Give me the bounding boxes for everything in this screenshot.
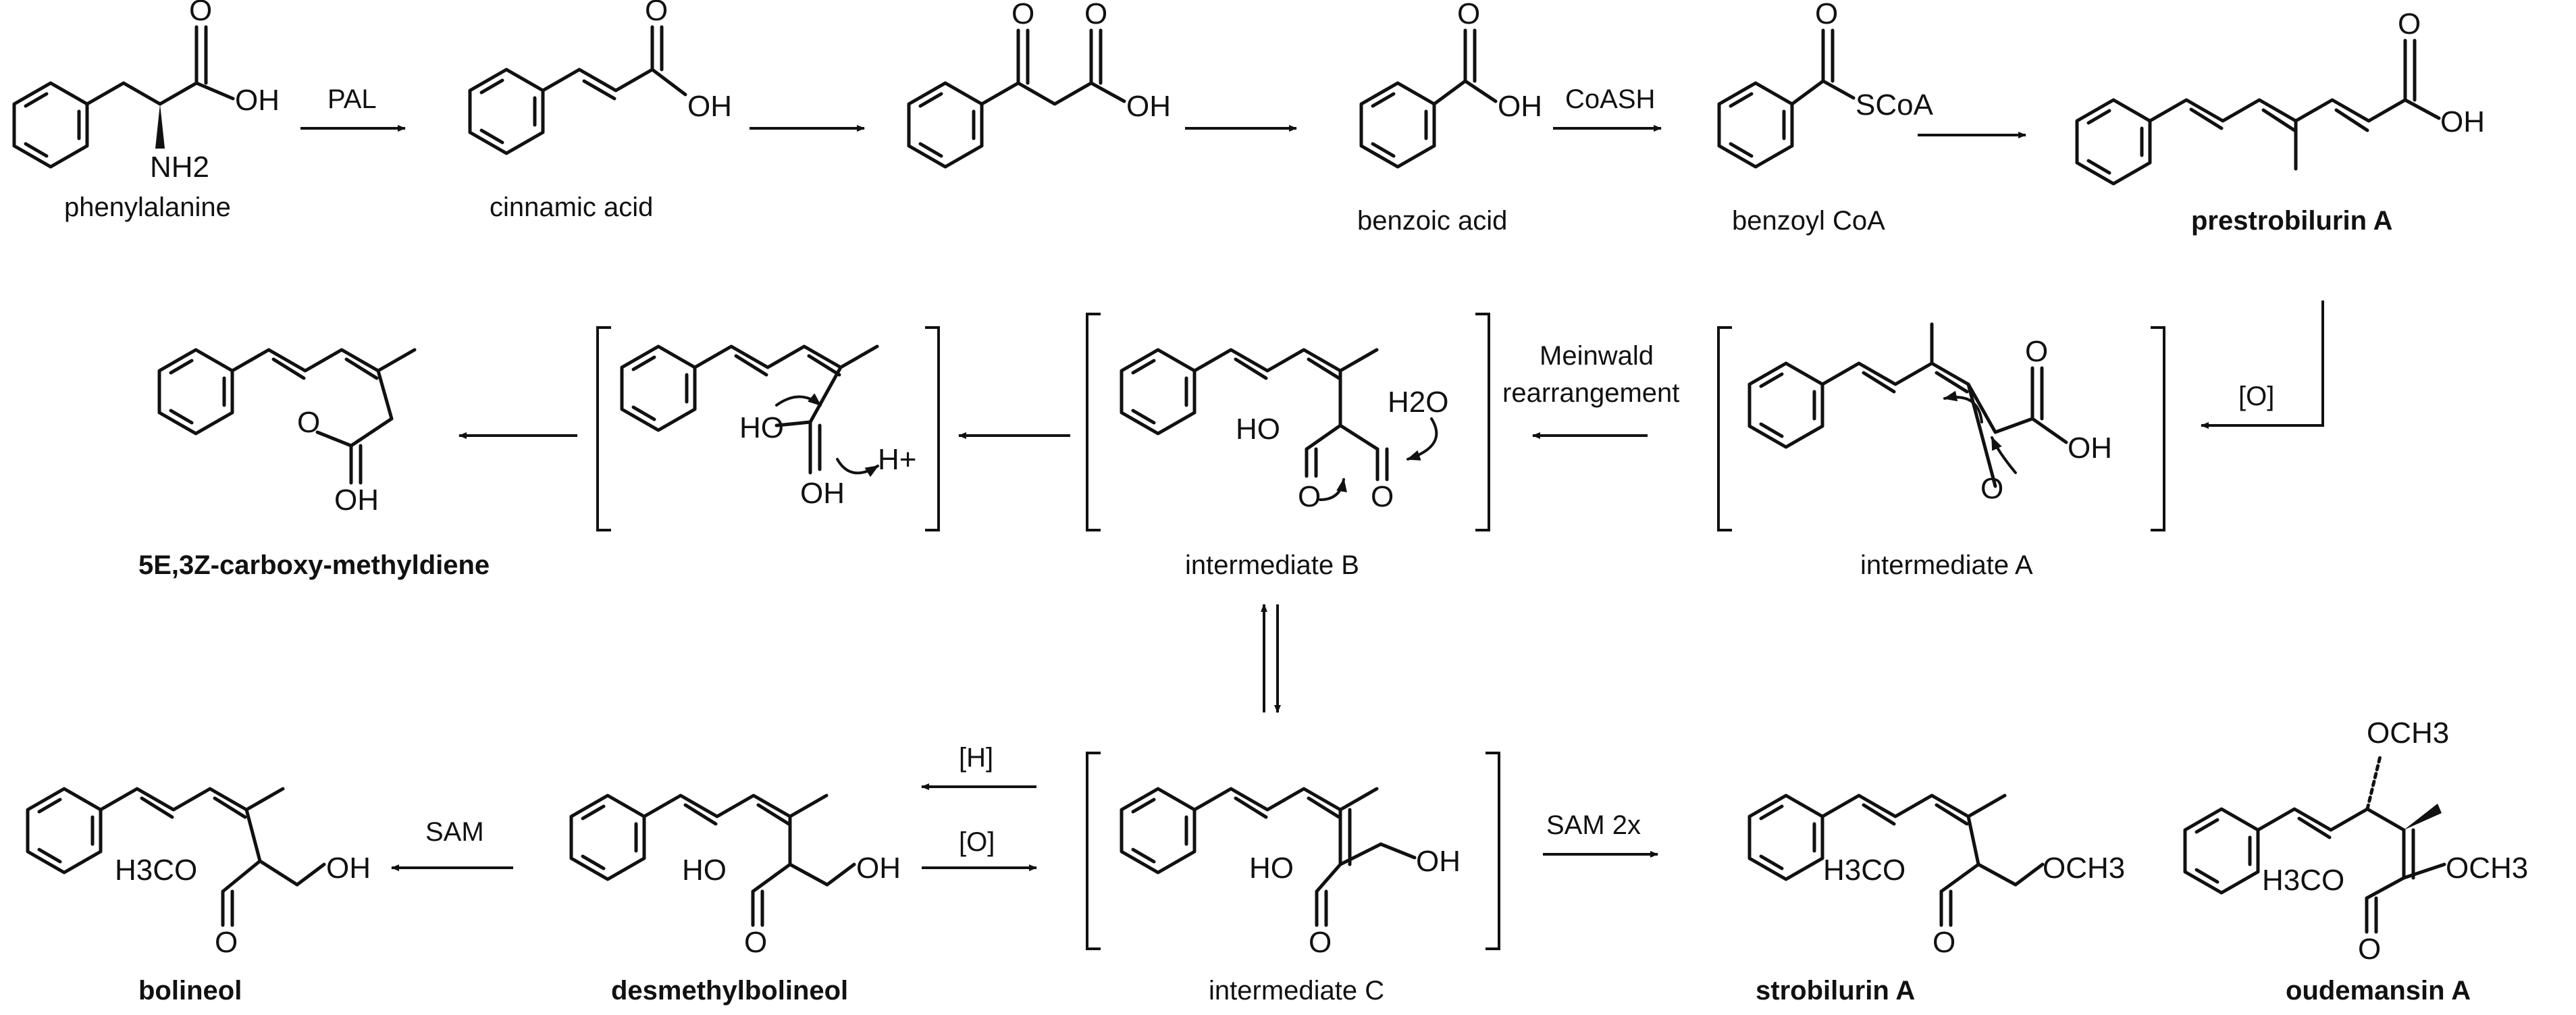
structure-intermediate-b: HO O O H2O: [1122, 348, 1448, 513]
bracket-left: [1086, 313, 1101, 531]
structure-intermediate-c: HO O OH: [1122, 787, 1461, 959]
structure-intermediate-a: O O OH: [1750, 322, 2112, 505]
label-phenylalanine: phenylalanine: [64, 192, 231, 222]
label-bolineol: bolineol: [138, 976, 242, 1006]
label-desmethylbolineol: desmethylbolineol: [611, 976, 848, 1006]
atom-label: H3CO: [115, 854, 197, 887]
label-carboxy-methyldiene: 5E,3Z-carboxy-methyldiene: [138, 550, 490, 580]
atom-label: H+: [878, 443, 916, 476]
label-intermediate-a: intermediate A: [1860, 550, 2033, 580]
label-oudemansin-a: oudemansin A: [2286, 976, 2471, 1006]
atom-label: O: [189, 0, 212, 27]
label-intermediate-b: intermediate B: [1185, 550, 1359, 580]
atom-label: OCH3: [2367, 717, 2449, 750]
condition-reduction: [H]: [959, 743, 993, 773]
atom-label: O: [2025, 335, 2048, 368]
atom-label: HO: [1236, 413, 1280, 446]
atom-label: H2O: [1388, 386, 1448, 419]
condition-pal: PAL: [327, 84, 377, 114]
atom-label: H3CO: [1823, 854, 1905, 887]
bracket-left: [1086, 752, 1101, 950]
label-intermediate-c: intermediate C: [1209, 976, 1384, 1006]
atom-label: O: [1298, 480, 1321, 513]
structure-desmethylbolineol: HO O OH: [571, 793, 901, 959]
structure-prestrobilurin-a: O OH: [2077, 7, 2485, 184]
atom-label: O: [1815, 0, 1838, 30]
label-prestrobilurin-a: prestrobilurin A: [2191, 206, 2393, 236]
condition-sam-2x: SAM 2x: [1546, 810, 1641, 840]
atom-label: OH: [334, 484, 379, 517]
label-strobilurin-a: strobilurin A: [1756, 976, 1915, 1006]
structure-benzoylacetic-acid: O O OH: [909, 0, 1171, 167]
atom-label: OH: [2440, 105, 2485, 138]
atom-label: OH: [856, 852, 901, 885]
atom-label: O: [1084, 0, 1107, 30]
condition-meinwald-2: rearrangement: [1502, 378, 1679, 408]
bracket-right: [1486, 752, 1500, 950]
structure-cinnamic-acid: O OH: [470, 0, 732, 153]
atom-label: O: [215, 926, 238, 959]
atom-label: OH: [326, 852, 371, 885]
atom-label: NH2: [150, 151, 209, 184]
atom-label: OH: [1498, 90, 1542, 123]
atom-label: O: [297, 406, 320, 439]
label-benzoyl-coa: benzoyl CoA: [1732, 206, 1885, 236]
structure-strobilurin-a: H3CO O OCH3: [1750, 793, 2125, 959]
condition-oxidation-2: [O]: [959, 827, 995, 857]
atom-label: H3CO: [2262, 864, 2344, 897]
bracket-right: [1475, 313, 1490, 531]
structure-oudemansin-a: OCH3 H3CO O OCH3: [2185, 717, 2528, 966]
arrow-oxidation-1: [2201, 301, 2324, 429]
atom-label: O: [1980, 472, 2003, 505]
equilibrium-arrows: [1261, 604, 1281, 713]
condition-coash: CoASH: [1565, 84, 1655, 114]
atom-label: O: [1457, 0, 1480, 30]
bracket-left: [1717, 326, 1732, 531]
bracket-right: [925, 326, 940, 531]
bracket-right: [2151, 326, 2165, 531]
structure-bolineol: H3CO O OH: [28, 787, 371, 959]
atom-label: OH: [1126, 90, 1171, 123]
label-cinnamic-acid: cinnamic acid: [490, 192, 653, 222]
atom-label: O: [744, 926, 767, 959]
atom-label: OH: [1416, 845, 1461, 878]
atom-label: OH: [687, 90, 732, 123]
condition-oxidation-1: [O]: [2238, 382, 2274, 411]
atom-label: O: [1933, 926, 1955, 959]
atom-label: OH: [800, 477, 845, 510]
bracket-left: [596, 326, 611, 531]
atom-label: OH: [2068, 432, 2112, 465]
structure-enol-intermediate: HO OH H+: [622, 344, 916, 510]
atom-label: HO: [682, 854, 727, 887]
atom-label: O: [1011, 0, 1034, 30]
atom-label: O: [2358, 933, 2381, 966]
atom-label: O: [1371, 480, 1394, 513]
condition-sam: SAM: [425, 817, 484, 847]
atom-label: O: [2398, 7, 2421, 41]
structure-benzoyl-coa: O SCoA: [1719, 0, 1934, 167]
atom-label: OH: [235, 84, 280, 117]
atom-label: O: [1309, 926, 1332, 959]
structure-phenylalanine: O OH NH2: [14, 0, 280, 184]
atom-label: O: [645, 0, 668, 27]
label-benzoic-acid: benzoic acid: [1357, 206, 1507, 236]
atom-label: SCoA: [1856, 88, 1934, 122]
condition-meinwald-1: Meinwald: [1540, 341, 1654, 371]
structure-benzoic-acid: O OH: [1361, 0, 1542, 167]
atom-label: OCH3: [2446, 852, 2528, 885]
atom-label: OCH3: [2043, 852, 2125, 885]
structure-carboxy-methyldiene: O OH: [159, 348, 417, 517]
atom-label: HO: [1249, 852, 1294, 885]
atom-label: HO: [739, 411, 784, 444]
